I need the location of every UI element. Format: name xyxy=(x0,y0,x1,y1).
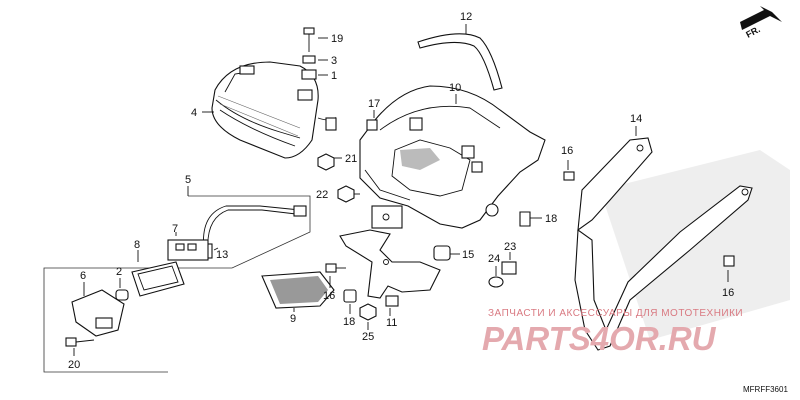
part-label-18-center: 18 xyxy=(343,316,355,328)
part-washer-24 xyxy=(488,276,504,288)
watermark-tagline: ЗАПЧАСТИ И АКСЕССУАРЫ ДЛЯ МОТОТЕХНИКИ xyxy=(488,308,743,319)
part-clip-17 xyxy=(366,119,378,131)
part-screw-16-right-top xyxy=(563,171,575,181)
part-label-10: 10 xyxy=(449,82,461,94)
part-nut-23 xyxy=(501,261,517,275)
diagram-code: MFRFF3601 xyxy=(743,385,788,394)
part-bolt-19 xyxy=(303,27,315,52)
part-label-15: 15 xyxy=(462,249,474,261)
part-label-21: 21 xyxy=(345,153,357,165)
part-label-19: 19 xyxy=(331,33,343,45)
part-label-1: 1 xyxy=(331,70,337,82)
part-socket-7 xyxy=(167,239,209,261)
part-bulb-2 xyxy=(115,289,129,301)
part-label-12: 12 xyxy=(460,11,472,23)
part-label-16-right-top: 16 xyxy=(561,145,573,157)
part-label-23: 23 xyxy=(504,241,516,253)
front-direction-arrow-icon: FR. xyxy=(740,6,782,40)
part-screw-16-center xyxy=(325,263,346,273)
part-label-25: 25 xyxy=(362,331,374,343)
part-tail-light-assembly xyxy=(211,61,337,159)
site-watermark: ЗАПЧАСТИ И АКСЕССУАРЫ ДЛЯ МОТОТЕХНИКИ PA… xyxy=(482,308,743,357)
part-collar-11 xyxy=(385,295,399,307)
part-label-22: 22 xyxy=(316,189,328,201)
part-label-3: 3 xyxy=(331,55,337,67)
part-bolt-25 xyxy=(359,303,377,321)
part-nut-22 xyxy=(337,185,355,203)
part-number-labels: 19 3 1 4 12 10 17 21 22 18 14 16 16 15 2… xyxy=(68,11,734,371)
part-nut-21 xyxy=(317,153,335,171)
part-label-14: 14 xyxy=(630,113,642,125)
part-collar-3 xyxy=(302,55,316,64)
part-label-11: 11 xyxy=(386,317,397,329)
part-label-17: 17 xyxy=(368,98,380,110)
part-label-16-right-bottom: 16 xyxy=(722,287,734,299)
part-label-2: 2 xyxy=(116,266,122,278)
part-grommet-18-right xyxy=(519,211,531,227)
part-label-7: 7 xyxy=(172,223,178,235)
part-label-20: 20 xyxy=(68,359,80,371)
part-label-6: 6 xyxy=(80,270,86,282)
part-label-16-center: 16 xyxy=(323,290,335,302)
part-screw-20 xyxy=(65,337,95,347)
part-nut-1 xyxy=(301,69,317,80)
license-light-group-box xyxy=(43,195,311,373)
part-grommet-18-center xyxy=(343,289,357,303)
part-label-18-right: 18 xyxy=(545,213,557,225)
part-license-bracket xyxy=(339,205,441,299)
part-reflector-9 xyxy=(261,271,335,309)
part-label-13: 13 xyxy=(216,249,228,261)
part-strip-12 xyxy=(417,33,503,91)
part-rear-fender-10 xyxy=(359,85,546,229)
part-grommet-15 xyxy=(433,245,451,261)
part-gasket-8 xyxy=(131,261,185,297)
part-label-24: 24 xyxy=(488,253,500,265)
part-side-bracket-14 xyxy=(574,137,753,351)
part-label-9: 9 xyxy=(290,313,296,325)
leader-lines xyxy=(73,24,729,356)
part-screw-16-right-bottom xyxy=(723,255,735,267)
part-lens-6 xyxy=(71,289,125,337)
part-label-4: 4 xyxy=(191,107,197,119)
part-label-5: 5 xyxy=(185,174,191,186)
part-label-8: 8 xyxy=(134,239,140,251)
watermark-site-name: PARTS4OR.RU xyxy=(482,320,717,357)
